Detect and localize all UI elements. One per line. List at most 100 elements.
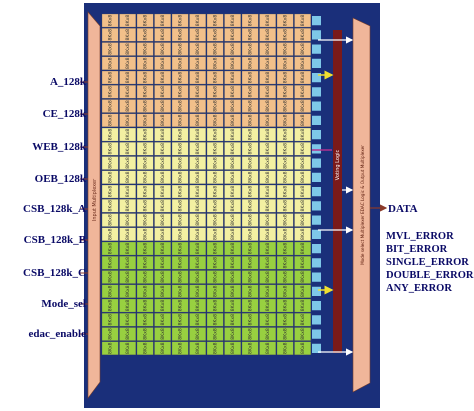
memory-cell-label: 8Kx8 <box>248 285 254 297</box>
memory-cell <box>119 170 136 184</box>
memory-cell <box>259 127 276 142</box>
row-sense-amp <box>312 172 321 182</box>
memory-cell <box>259 341 276 355</box>
memory-cell <box>259 70 276 85</box>
memory-cell-label: 8Kx8 <box>195 15 201 27</box>
memory-cell <box>119 298 136 313</box>
memory-cell-label: 8Kx8 <box>248 257 254 269</box>
memory-cell <box>276 113 294 127</box>
memory-cell <box>136 284 154 298</box>
memory-cell <box>206 184 224 199</box>
row-sense-amp <box>312 301 321 311</box>
memory-cell-label: 8Kx8 <box>160 57 166 69</box>
memory-cell-label: 8Kx8 <box>283 314 289 326</box>
row-sense-amp <box>312 343 321 353</box>
memory-cell <box>119 85 136 99</box>
memory-cell <box>189 13 206 28</box>
memory-cell-label: 8Kx8 <box>283 57 289 69</box>
memory-cell-label: 8Kx8 <box>160 171 166 183</box>
memory-cell <box>154 70 171 85</box>
memory-cell-label: 8Kx8 <box>108 43 114 55</box>
memory-cell <box>224 127 241 142</box>
memory-cell <box>154 42 171 56</box>
memory-cell-label: 8Kx8 <box>300 57 306 69</box>
memory-cell <box>119 241 136 256</box>
memory-cell-label: 8Kx8 <box>283 15 289 27</box>
memory-cell-label: 8Kx8 <box>300 100 306 112</box>
memory-cell-label: 8Kx8 <box>248 271 254 283</box>
memory-cell <box>294 341 311 355</box>
memory-cell-label: 8Kx8 <box>300 214 306 226</box>
memory-cell <box>294 99 311 113</box>
input-multiplexer-label: Input Multiplexer <box>92 178 98 221</box>
memory-cell <box>119 270 136 284</box>
memory-cell <box>171 42 189 56</box>
memory-cell <box>119 156 136 170</box>
memory-cell <box>224 70 241 85</box>
memory-cell <box>189 199 206 213</box>
memory-cell <box>119 199 136 213</box>
memory-cell-label: 8Kx8 <box>160 200 166 212</box>
memory-cell-label: 8Kx8 <box>283 285 289 297</box>
memory-cell-label: 8Kx8 <box>195 342 201 354</box>
memory-cell-label: 8Kx8 <box>143 300 149 312</box>
memory-cell <box>136 270 154 284</box>
memory-cell-label: 8Kx8 <box>178 271 184 283</box>
memory-cell <box>241 70 259 85</box>
memory-cell-label: 8Kx8 <box>213 157 219 169</box>
memory-cell <box>101 170 119 184</box>
memory-cell <box>171 213 189 227</box>
memory-cell <box>224 42 241 56</box>
memory-cell <box>276 284 294 298</box>
row-sense-amp <box>312 115 321 125</box>
memory-cell <box>206 42 224 56</box>
memory-cell-label: 8Kx8 <box>230 300 236 312</box>
memory-cell <box>171 313 189 327</box>
memory-cell <box>154 99 171 113</box>
memory-cell-label: 8Kx8 <box>283 300 289 312</box>
memory-cell <box>136 28 154 42</box>
memory-cell <box>119 284 136 298</box>
memory-cell-label: 8Kx8 <box>230 257 236 269</box>
memory-cell-label: 8Kx8 <box>213 29 219 41</box>
memory-cell-label: 8Kx8 <box>125 43 131 55</box>
memory-cell <box>206 28 224 42</box>
memory-cell <box>241 213 259 227</box>
memory-cell-label: 8Kx8 <box>108 257 114 269</box>
memory-cell-label: 8Kx8 <box>300 29 306 41</box>
memory-cell-label: 8Kx8 <box>265 157 271 169</box>
memory-cell <box>154 256 171 270</box>
memory-cell <box>224 184 241 199</box>
memory-cell-label: 8Kx8 <box>265 15 271 27</box>
memory-cell <box>189 142 206 156</box>
memory-cell <box>154 184 171 199</box>
memory-cell-label: 8Kx8 <box>178 243 184 255</box>
memory-cell <box>294 256 311 270</box>
memory-cell-label: 8Kx8 <box>248 129 254 141</box>
memory-cell <box>294 142 311 156</box>
memory-cell-label: 8Kx8 <box>195 200 201 212</box>
memory-cell <box>189 270 206 284</box>
memory-cell-label: 8Kx8 <box>265 214 271 226</box>
memory-cell-label: 8Kx8 <box>195 143 201 155</box>
memory-cell-label: 8Kx8 <box>213 57 219 69</box>
memory-cell <box>259 99 276 113</box>
memory-cell-label: 8Kx8 <box>230 328 236 340</box>
memory-cell <box>119 28 136 42</box>
memory-cell-label: 8Kx8 <box>125 129 131 141</box>
memory-cell <box>101 184 119 199</box>
memory-cell-label: 8Kx8 <box>108 328 114 340</box>
memory-cell <box>189 127 206 142</box>
memory-cell <box>136 199 154 213</box>
memory-cell <box>259 199 276 213</box>
memory-cell <box>206 327 224 341</box>
memory-cell-label: 8Kx8 <box>143 15 149 27</box>
memory-cell-label: 8Kx8 <box>178 342 184 354</box>
memory-cell <box>241 270 259 284</box>
memory-cell <box>259 28 276 42</box>
memory-cell <box>154 113 171 127</box>
memory-cell <box>276 227 294 241</box>
memory-cell-label: 8Kx8 <box>283 100 289 112</box>
memory-cell-label: 8Kx8 <box>283 214 289 226</box>
